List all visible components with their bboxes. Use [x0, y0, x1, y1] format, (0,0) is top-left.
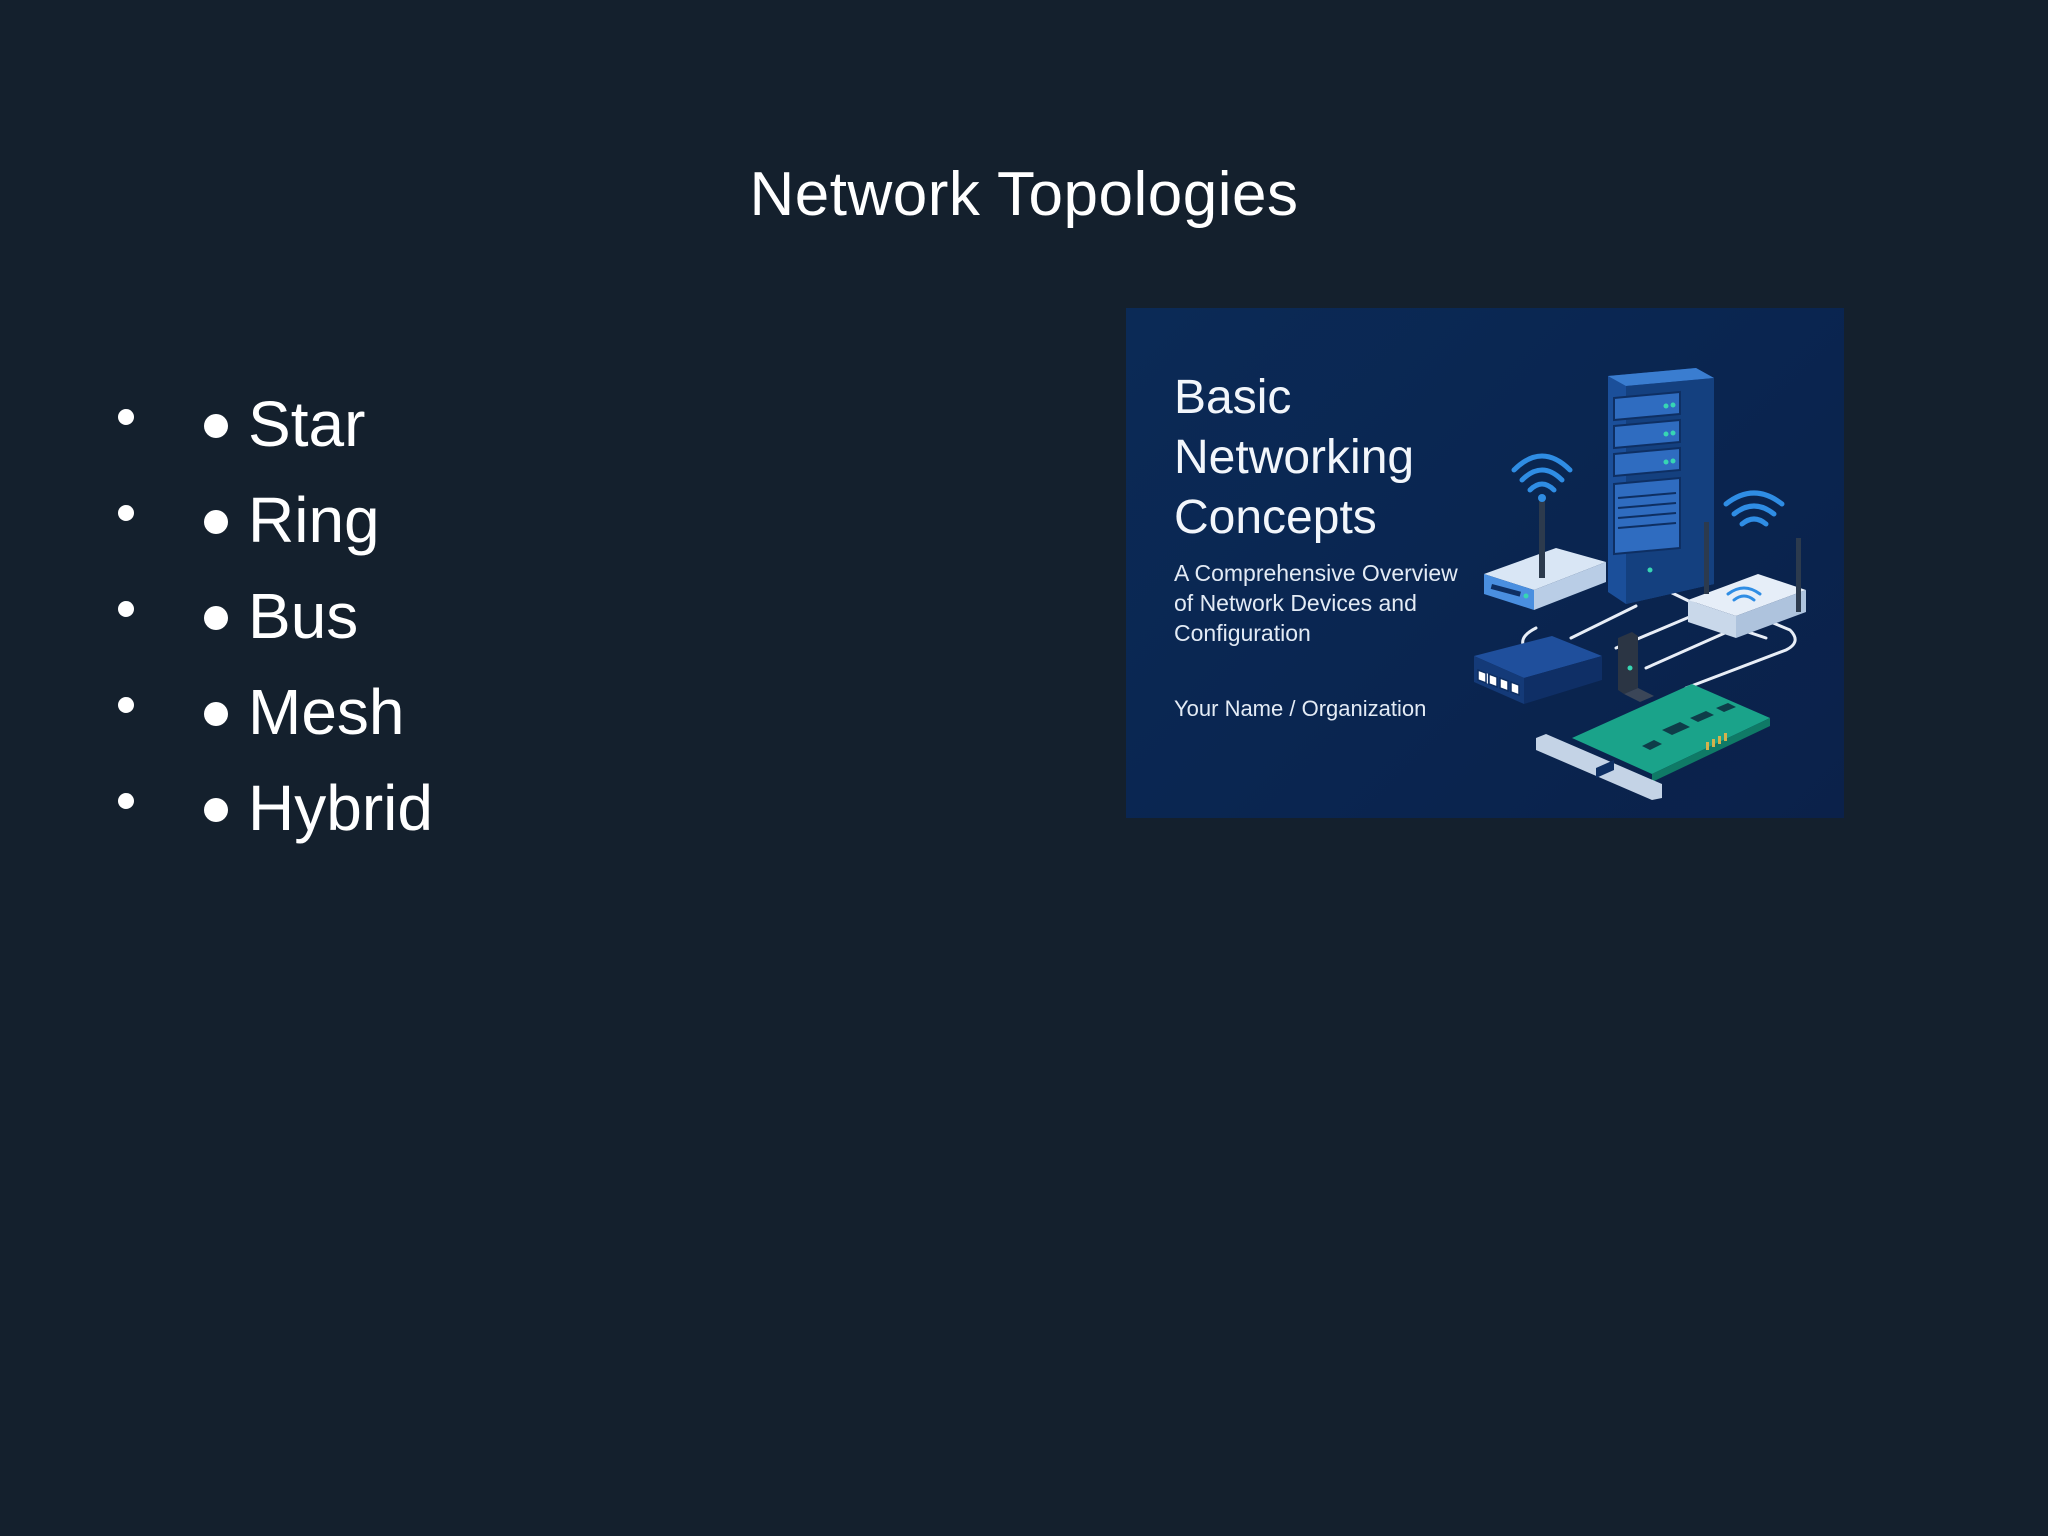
bullet-dot-icon	[204, 702, 228, 726]
slide-title: Network Topologies	[749, 160, 1299, 229]
server-rack-icon	[1608, 368, 1714, 604]
wireless-router-icon	[1688, 490, 1806, 638]
bullet-item-hybrid: Hybrid	[118, 760, 433, 856]
bullet-item-ring: Ring	[118, 472, 433, 568]
bullet-dot-icon	[204, 606, 228, 630]
image-title: Basic Networking Concepts	[1174, 371, 1415, 544]
network-card-icon	[1536, 684, 1770, 800]
bullet-list: Star Ring Bus Mesh Hybrid	[118, 376, 433, 856]
bullet-marker-icon	[118, 409, 134, 425]
bullet-label: Bus	[248, 580, 359, 652]
bullet-item-bus: Bus	[118, 568, 433, 664]
bullet-label: Star	[248, 388, 366, 460]
bullet-item-star: Star	[118, 376, 433, 472]
bullet-marker-icon	[118, 793, 134, 809]
bullet-marker-icon	[118, 505, 134, 521]
bullet-dot-icon	[204, 510, 228, 534]
network-switch-icon	[1474, 636, 1602, 704]
bullet-dot-icon	[204, 414, 228, 438]
bullet-label: Hybrid	[248, 772, 433, 844]
network-devices-illustration	[1474, 368, 1806, 800]
image-subtitle: A Comprehensive Overview of Network Devi…	[1174, 560, 1458, 646]
wireless-router-icon	[1484, 453, 1606, 610]
image-author: Your Name / Organization	[1174, 696, 1427, 721]
bullet-label: Ring	[248, 484, 380, 556]
networking-concepts-image: Basic Networking Concepts A Comprehensiv…	[1126, 308, 1844, 818]
bullet-label: Mesh	[248, 676, 405, 748]
bullet-item-mesh: Mesh	[118, 664, 433, 760]
modem-icon	[1618, 632, 1654, 702]
bullet-marker-icon	[118, 697, 134, 713]
bullet-marker-icon	[118, 601, 134, 617]
bullet-dot-icon	[204, 798, 228, 822]
